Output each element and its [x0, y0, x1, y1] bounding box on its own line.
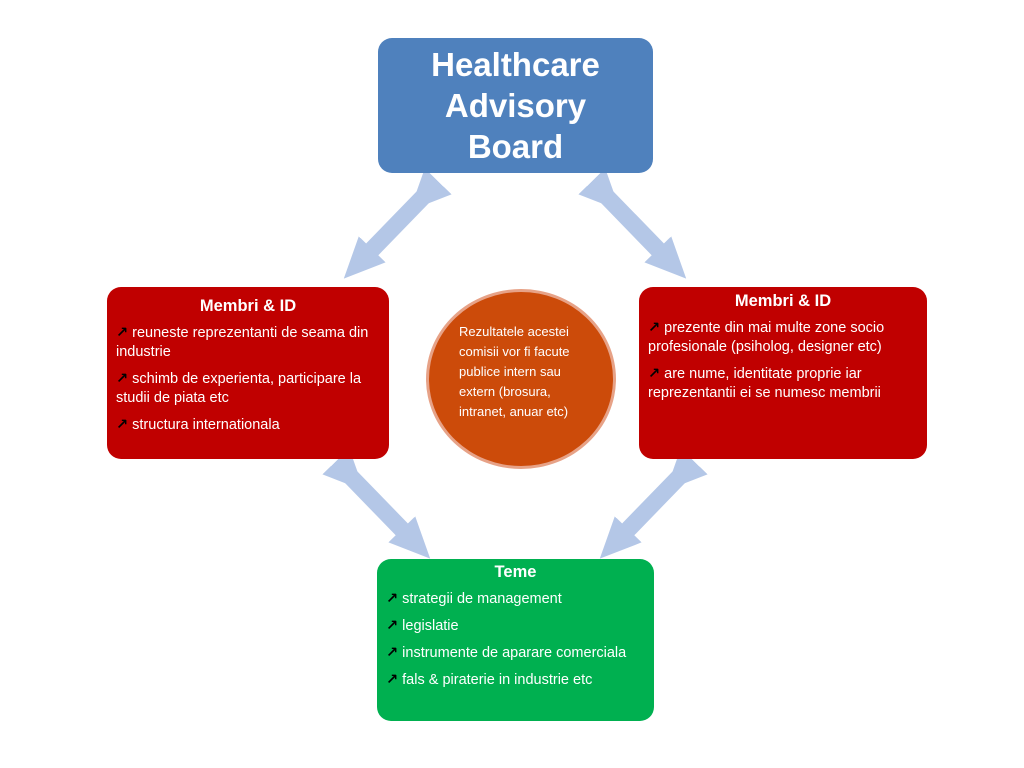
top-title-line: Advisory: [444, 86, 587, 124]
arrow-bullet-icon: ↗: [386, 645, 399, 661]
arrow-bullet-icon: ↗: [116, 325, 129, 341]
arrow-top-left: [343, 168, 452, 279]
left-bullet-item: ↗schimb de experienta, participare la st…: [116, 370, 380, 408]
center-text: Rezultatele acestei comisii vor fi facut…: [459, 324, 570, 419]
arrow-bullet-icon: ↗: [116, 417, 129, 433]
arrow-bullet-icon: ↗: [116, 371, 129, 387]
left-bullet-item: ↗structura internationala: [116, 416, 380, 435]
left-box-membri: Membri & ID ↗reuneste reprezentanti de s…: [107, 287, 389, 459]
bottom-bullet-item: ↗strategii de management: [386, 590, 645, 609]
right-box-title: Membri & ID: [734, 292, 832, 310]
center-circle-results: Rezultatele acestei comisii vor fi facut…: [426, 289, 616, 469]
top-title-line: Board: [467, 128, 564, 166]
arrow-top-right: [578, 168, 687, 279]
left-box-title: Membri & ID: [199, 297, 297, 315]
bullet-text: prezente din mai multe zone socio profes…: [648, 320, 885, 355]
bullet-text: reuneste reprezentanti de seama din indu…: [116, 325, 369, 360]
arrow-bullet-icon: ↗: [386, 591, 399, 607]
bullet-text: are nume, identitate proprie iar repreze…: [648, 366, 881, 401]
top-title-line: Healthcare: [431, 45, 600, 83]
arrow-bullet-icon: ↗: [648, 366, 661, 382]
bullet-text: legislatie: [402, 618, 459, 634]
right-box-membri: Membri & ID ↗prezente din mai multe zone…: [639, 287, 927, 459]
arrow-bullet-icon: ↗: [386, 618, 399, 634]
top-box-healthcare-advisory-board: Healthcare Advisory Board: [378, 38, 653, 173]
arrow-bottom-right: [599, 448, 708, 559]
right-bullet-item: ↗prezente din mai multe zone socio profe…: [648, 319, 918, 357]
bottom-bullet-item: ↗fals & piraterie in industrie etc: [386, 671, 645, 690]
bottom-box-teme: Teme ↗strategii de management ↗legislati…: [377, 559, 654, 721]
bullet-text: structura internationala: [132, 417, 280, 433]
bottom-bullet-item: ↗legislatie: [386, 617, 645, 636]
left-bullet-item: ↗reuneste reprezentanti de seama din ind…: [116, 324, 380, 362]
bullet-text: instrumente de aparare comerciala: [402, 645, 627, 661]
arrow-bottom-left: [322, 448, 431, 559]
right-bullet-item: ↗are nume, identitate proprie iar reprez…: [648, 365, 918, 403]
bottom-box-title: Teme: [494, 563, 537, 581]
bottom-bullet-item: ↗instrumente de aparare comerciala: [386, 644, 645, 663]
bullet-text: fals & piraterie in industrie etc: [402, 672, 593, 688]
arrow-bullet-icon: ↗: [648, 320, 661, 336]
arrow-bullet-icon: ↗: [386, 672, 399, 688]
bullet-text: strategii de management: [402, 591, 562, 607]
bullet-text: schimb de experienta, participare la stu…: [116, 371, 362, 406]
